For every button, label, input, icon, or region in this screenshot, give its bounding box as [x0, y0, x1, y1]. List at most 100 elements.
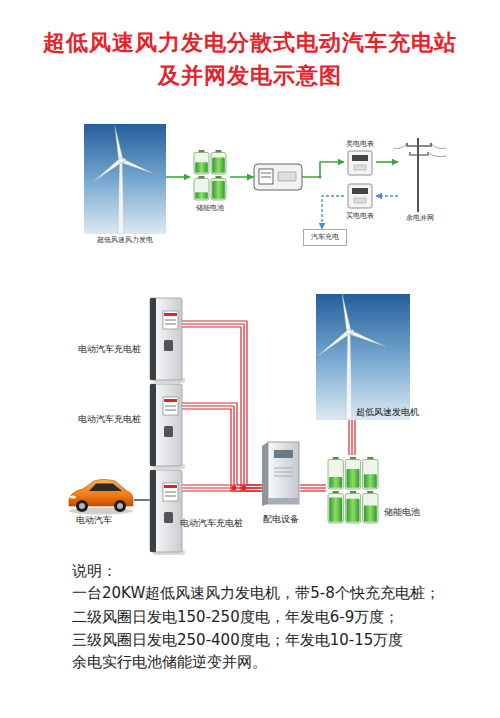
flow-arrow	[376, 162, 398, 163]
node-label: 电动汽车充电桩	[180, 518, 250, 529]
junction-dot	[318, 175, 321, 178]
pile-screen-line	[165, 410, 176, 411]
battery-cell	[363, 494, 378, 524]
meter-display	[352, 188, 368, 194]
battery-cap	[199, 176, 205, 179]
electric-car-node: 电动汽车	[66, 470, 134, 528]
power-cable-bundle	[182, 485, 262, 491]
pile-screen-line	[165, 324, 176, 325]
power-cable-bundle	[182, 403, 262, 491]
node-illustration	[150, 384, 182, 468]
node-illustration	[262, 440, 300, 506]
inverter-detail	[261, 177, 271, 178]
node-label: 电动汽车充电桩	[78, 414, 146, 425]
pile-screen-band	[164, 313, 177, 316]
turbine-blade	[115, 126, 123, 160]
connector-line	[134, 499, 150, 501]
battery-charge	[347, 499, 360, 522]
note-text: 二级风圈日发电150-250度电，年发电6-9万度；	[72, 608, 399, 626]
diagram-title: 超低风速风力发电分散式电动汽车充电站 及并网发电示意图	[40, 26, 460, 92]
node-illustration	[348, 184, 372, 208]
cabinet-base	[268, 498, 299, 504]
node-label: 卖电电表	[336, 140, 384, 148]
node-label: 超低风速风力发电	[74, 236, 176, 244]
power-wire	[431, 144, 446, 149]
battery-cell	[328, 494, 343, 524]
pile-screen-line	[165, 320, 176, 321]
battery-cell	[328, 460, 343, 490]
node-label: 电动汽车	[76, 515, 126, 526]
battery-charge	[195, 192, 208, 199]
cabinet-vent	[274, 468, 293, 469]
charging-pile-node: 电动汽车充电桩	[150, 470, 182, 554]
cabinet-side	[262, 442, 268, 506]
node-label: 电动汽车充电桩	[78, 344, 146, 355]
battery-cell	[194, 153, 209, 175]
node-illustration	[326, 455, 380, 525]
battery-cap	[199, 150, 205, 153]
flow-arrow	[166, 177, 190, 178]
meter-node: 买电电表	[344, 184, 376, 222]
connector-line	[182, 403, 262, 485]
battery-node: 储能电池	[190, 148, 230, 216]
pile-body	[150, 470, 182, 552]
battery-cap	[350, 457, 356, 460]
node-label: 储能电池	[384, 507, 428, 518]
battery-charge	[195, 162, 208, 172]
connector-line	[230, 162, 344, 177]
connector-line	[182, 487, 262, 488]
turbine-nacelle	[347, 330, 354, 334]
turbine-hub	[347, 330, 352, 335]
note-text: 一台20KW超低风速风力发电机，带5-8个快充充电桩；	[72, 584, 440, 602]
battery-cell	[194, 179, 209, 201]
pole-crossarm	[409, 154, 429, 155]
charging-pile-node: 电动汽车充电桩	[150, 298, 182, 382]
flow-arrow	[322, 196, 344, 229]
battery-cap	[367, 491, 373, 494]
inverter-panel	[259, 169, 273, 184]
node-illustration	[150, 298, 182, 382]
battery-charge	[329, 477, 342, 488]
pile-screen-line	[165, 496, 176, 497]
turbine-tower	[118, 160, 124, 234]
junction-dot	[242, 486, 247, 491]
pile-side	[150, 298, 156, 380]
car-window	[89, 484, 122, 492]
node-label: 超低风速发电机	[356, 407, 428, 418]
node-illustration	[316, 294, 410, 420]
turbine-blade	[94, 159, 122, 182]
node-illustration	[348, 151, 372, 175]
battery-cell	[211, 179, 226, 201]
node-label: 余电并网	[394, 214, 446, 222]
battery-cap	[216, 150, 222, 153]
inverter-body	[254, 164, 302, 190]
inverter-detail	[261, 173, 271, 174]
battery-charge	[347, 469, 360, 488]
battery-cap	[333, 491, 339, 494]
connector-line	[182, 490, 262, 491]
note-text: 三级风圈日发电250-400度电；年发电10-15万度	[72, 631, 403, 649]
connector-line	[182, 324, 262, 488]
pile-body	[150, 298, 182, 380]
turbine-hub	[119, 158, 124, 163]
charging-cable	[134, 500, 150, 501]
battery-charge	[329, 498, 342, 522]
car-headlight	[70, 495, 76, 498]
node-label: 配电设备	[259, 514, 303, 525]
flow-arrow	[376, 196, 398, 197]
meter-plate	[354, 198, 366, 203]
power-cable-bundle	[349, 420, 355, 455]
turbine-blade	[342, 293, 351, 332]
battery-node: 储能电池	[326, 455, 380, 527]
pile-holster	[164, 340, 173, 351]
pile-screen-band	[164, 485, 177, 488]
pile-side	[150, 384, 156, 466]
power-cable-bundle	[182, 321, 262, 491]
turbine-photo-node: 超低风速风力发电	[84, 124, 166, 248]
battery-charge	[212, 181, 225, 199]
pile-screen-line	[165, 492, 176, 493]
sky-photo	[316, 294, 410, 420]
pile-screen	[163, 483, 178, 501]
pole-mast	[417, 138, 419, 212]
meter-body	[348, 151, 372, 175]
